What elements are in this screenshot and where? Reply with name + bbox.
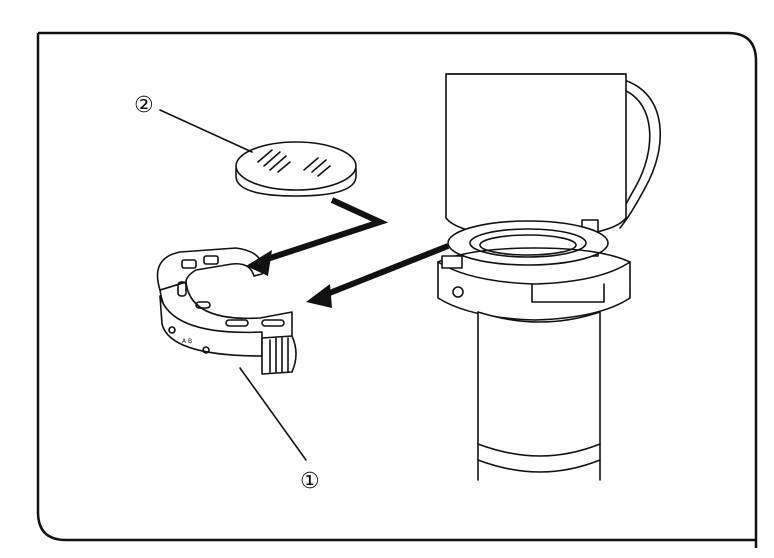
microscope-column <box>437 73 661 481</box>
filter-holder: A B <box>156 247 297 375</box>
svg-text:A B: A B <box>182 338 192 345</box>
leader-line <box>239 367 307 461</box>
filter-disc <box>235 141 357 197</box>
figure-frame <box>38 31 758 548</box>
leader-line <box>159 109 253 153</box>
callout-label-filter-holder: ① <box>300 469 320 494</box>
figure-frame <box>36 33 756 542</box>
callout-label-filter: ② <box>134 93 154 118</box>
insertion-arrows <box>246 197 450 308</box>
